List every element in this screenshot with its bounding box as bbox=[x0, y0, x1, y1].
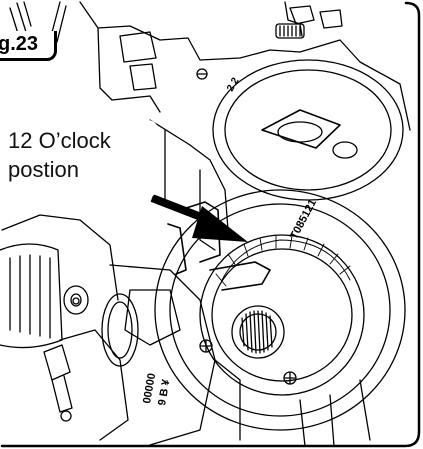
ribbed-ring bbox=[215, 235, 351, 287]
callout-line-1: 12 O’clock bbox=[8, 128, 111, 153]
figure-label-text: g.23 bbox=[0, 33, 39, 55]
lever-clip bbox=[43, 344, 73, 422]
motor-block bbox=[0, 214, 129, 441]
callout-box: 12 O’clock postion bbox=[0, 120, 158, 197]
housing-code-text: T085121 bbox=[288, 197, 319, 241]
left-code-text-1: 00000 bbox=[141, 372, 158, 404]
figure-label: g.23 bbox=[0, 31, 57, 61]
central-gear bbox=[231, 305, 285, 359]
screws bbox=[72, 68, 297, 385]
main-housing bbox=[154, 189, 406, 431]
left-code-text-2: 9 B ¥ bbox=[156, 378, 173, 407]
upper-plate bbox=[79, 1, 411, 131]
callout-line-2: postion bbox=[8, 157, 79, 182]
locating-bracket bbox=[167, 201, 271, 291]
dial-wheel bbox=[212, 59, 404, 201]
coupler-top bbox=[275, 23, 305, 39]
valve-body bbox=[101, 264, 371, 447]
dial-text: 2 2 bbox=[225, 76, 242, 94]
direction-arrow bbox=[150, 194, 248, 242]
